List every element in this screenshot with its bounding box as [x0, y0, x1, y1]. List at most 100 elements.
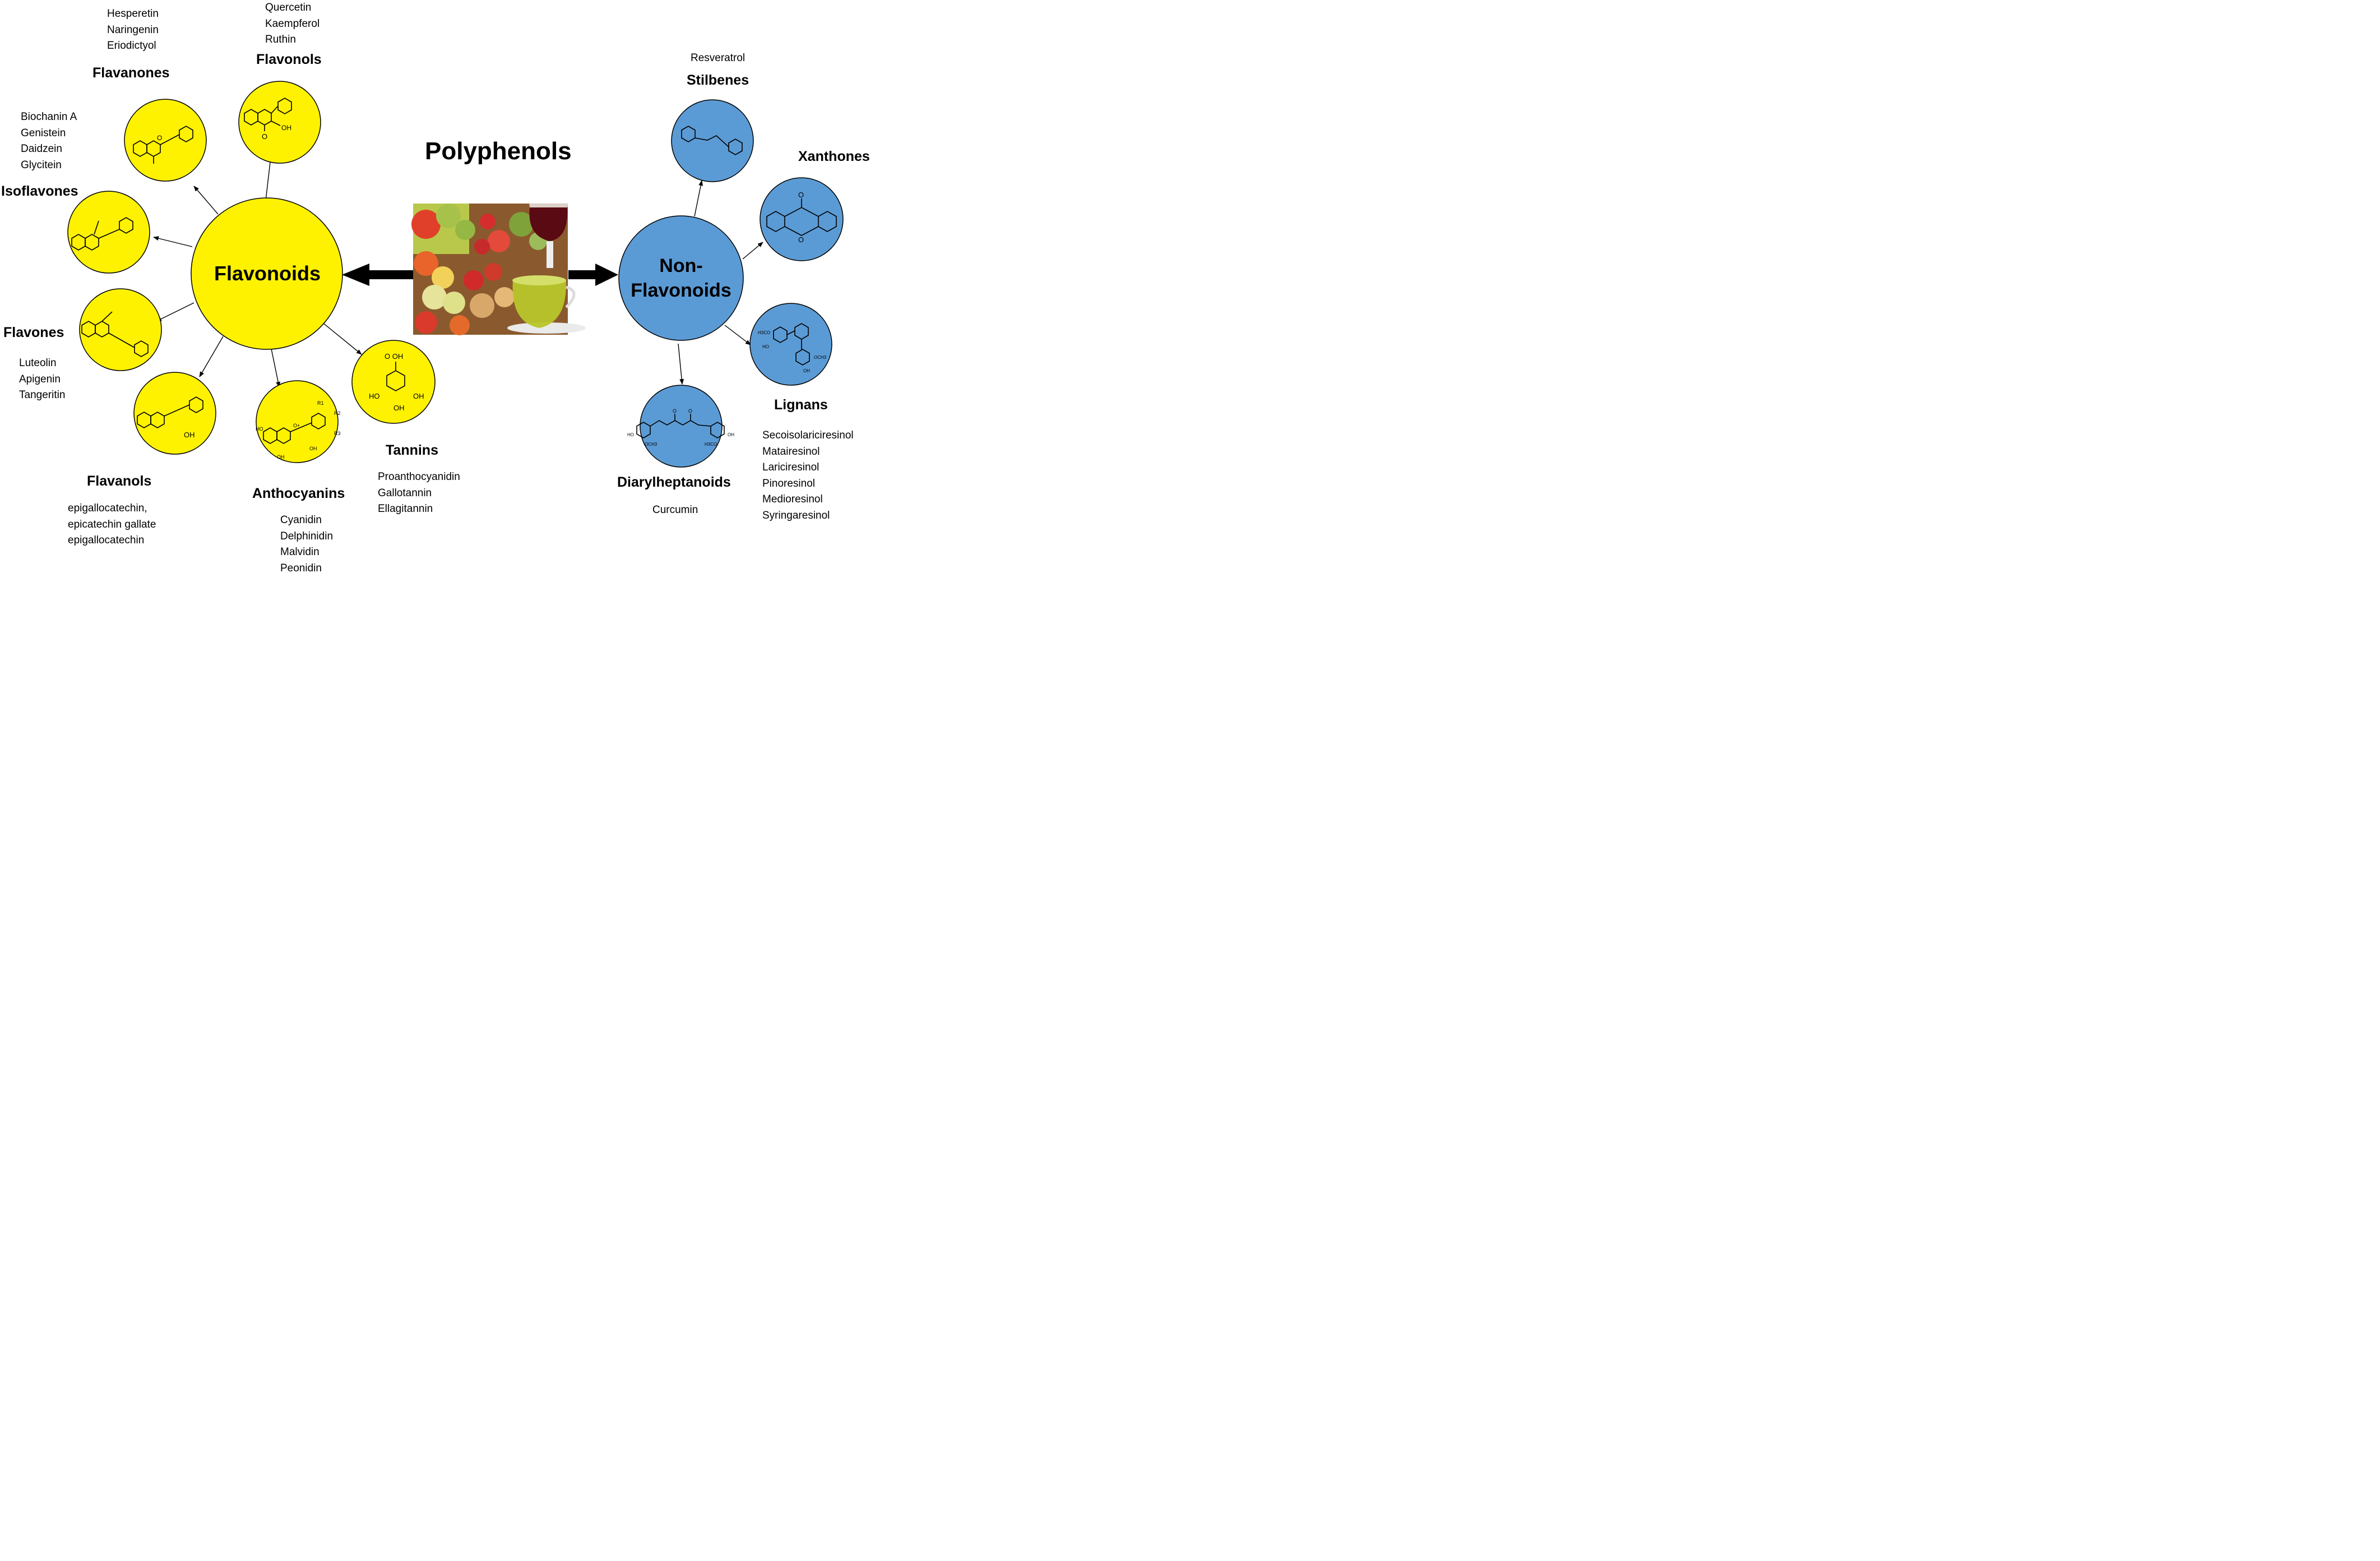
flavanols-items: epigallocatechin, epicatechin gallate ep…	[68, 501, 156, 549]
flavanones-item: Hesperetin	[107, 8, 159, 20]
flavanones-structure: O	[133, 126, 193, 164]
flavonols-item: Quercetin	[265, 2, 312, 13]
big-arrow-right	[568, 264, 618, 286]
svg-text:O: O	[798, 235, 804, 244]
diagram-canvas: Flavonoids Non- Flavonoids Polyphenols O…	[67, 81, 844, 468]
arrow-to-flavanols	[199, 336, 224, 377]
stilbenes-structure	[681, 126, 743, 155]
svg-text:O+: O+	[293, 423, 300, 428]
isoflavones-circle	[67, 191, 150, 274]
svg-text:OH: OH	[281, 124, 291, 132]
lignans-item: Syringaresinol	[762, 509, 830, 521]
flavonoid-arrows	[153, 152, 362, 387]
arrow-to-tannins	[322, 322, 362, 355]
non-flavonoids-circle	[618, 215, 744, 341]
diarylheptanoids-heading: Diarylheptanoids	[617, 474, 731, 490]
tannins-circle	[351, 340, 436, 424]
lignans-item: Pinoresinol	[762, 477, 815, 489]
anthocyanins-structure: R1 R2 R3 O+ HO OH OH	[256, 400, 341, 460]
anthocyanins-item: Malvidin	[280, 546, 320, 558]
stilbenes-heading: Stilbenes	[687, 72, 749, 88]
flavanols-item: epigallocatechin,	[68, 502, 147, 514]
svg-text:H3CO: H3CO	[758, 330, 770, 335]
flavanols-item: epigallocatechin	[68, 534, 145, 546]
page-title: Polyphenols	[425, 137, 572, 165]
svg-text:OH: OH	[728, 432, 734, 437]
xanthones-heading: Xanthones	[798, 149, 870, 164]
flavanols-circle	[133, 372, 216, 455]
arrow-to-xanthones	[742, 242, 763, 260]
lignans-items: Secoisolariciresinol Matairesinol Larici…	[762, 428, 854, 524]
non-flavonoid-arrows	[678, 180, 763, 385]
flavonols-heading: Flavonols	[256, 52, 322, 67]
flavanols-item: epicatechin gallate	[68, 518, 156, 530]
arrow-to-flavanones	[193, 186, 219, 215]
svg-text:OH: OH	[277, 454, 285, 460]
arrow-to-diarylheptanoids	[678, 343, 684, 385]
svg-text:O: O	[798, 191, 804, 199]
lignans-item: Lariciresinol	[762, 461, 819, 473]
tannins-item: Ellagitannin	[378, 503, 433, 515]
anthocyanins-items: Cyanidin Delphinidin Malvidin Peonidin	[280, 512, 333, 576]
isoflavones-item: Daidzein	[21, 143, 62, 155]
tannins-structure: O OH HO OH OH	[369, 352, 424, 412]
arrow-to-isoflavones	[153, 236, 193, 247]
flavanones-items: Hesperetin Naringenin Eriodictyol	[107, 6, 159, 54]
svg-text:O: O	[673, 408, 677, 414]
non-flavonoids-label-line1: Non-	[659, 255, 702, 276]
svg-text:OH: OH	[393, 404, 405, 412]
svg-text:O: O	[262, 132, 267, 141]
flavanones-circle	[124, 99, 207, 182]
polyphenols-diagram: Flavonoids Non- Flavonoids Polyphenols O…	[0, 0, 879, 576]
svg-text:O OH: O OH	[385, 352, 403, 361]
stilbenes-item: Resveratrol	[691, 52, 746, 64]
flavanones-heading: Flavanones	[92, 65, 170, 81]
anthocyanins-item: Cyanidin	[280, 514, 322, 526]
flavones-items: Luteolin Apigenin Tangeritin	[19, 355, 65, 404]
lignans-structure: H3CO HO OCH3 OH	[758, 323, 827, 373]
diarylheptanoids-circle	[640, 385, 723, 468]
svg-text:OCH3: OCH3	[814, 355, 827, 360]
svg-text:OCH3: OCH3	[645, 442, 657, 447]
anthocyanins-circle	[256, 380, 339, 463]
tannins-items: Proanthocyanidin Gallotannin Ellagitanni…	[378, 469, 460, 518]
flavonols-circle	[238, 81, 321, 164]
isoflavones-heading: Isoflavones	[1, 183, 78, 199]
flavones-item: Tangeritin	[19, 389, 66, 401]
isoflavones-item: Genistein	[21, 127, 66, 139]
svg-text:H3CO: H3CO	[705, 442, 717, 447]
svg-text:HO: HO	[256, 426, 263, 432]
tannins-heading: Tannins	[386, 442, 438, 458]
flavonoids-circle	[191, 197, 343, 350]
svg-text:HO: HO	[369, 392, 380, 400]
flavonols-items: Quercetin Kaempferol Ruthin	[265, 0, 320, 48]
flavonols-structure: O OH	[244, 98, 292, 141]
big-arrow-left	[342, 264, 414, 286]
svg-text:OH: OH	[309, 446, 317, 451]
svg-text:R3: R3	[334, 431, 341, 436]
arrow-to-lignans	[724, 325, 751, 345]
svg-text:HO: HO	[627, 432, 634, 437]
isoflavones-item: Glycitein	[21, 159, 62, 171]
anthocyanins-item: Peonidin	[280, 562, 322, 574]
flavanones-item: Naringenin	[107, 24, 159, 36]
flavones-item: Luteolin	[19, 357, 57, 369]
xanthones-circle	[760, 177, 844, 261]
flavanones-item: Eriodictyol	[107, 40, 156, 52]
tannins-item: Gallotannin	[378, 487, 432, 499]
flavones-circle	[79, 288, 162, 371]
lignans-item: Matairesinol	[762, 445, 820, 458]
flavones-heading: Flavones	[3, 325, 64, 340]
flavonols-item: Kaempferol	[265, 17, 320, 30]
stilbenes-items: Resveratrol	[691, 50, 745, 67]
anthocyanins-heading: Anthocyanins	[252, 486, 345, 501]
arrow-to-flavones	[156, 302, 195, 322]
anthocyanins-item: Delphinidin	[280, 530, 334, 542]
non-flavonoids-label-line2: Flavonoids	[631, 280, 731, 301]
lignans-circle	[749, 303, 832, 386]
flavonols-item: Ruthin	[265, 34, 296, 45]
svg-text:R2: R2	[334, 410, 341, 416]
svg-text:O: O	[157, 134, 162, 142]
lignans-item: Medioresinol	[762, 493, 823, 505]
diarylheptanoids-items: Curcumin	[652, 502, 698, 519]
